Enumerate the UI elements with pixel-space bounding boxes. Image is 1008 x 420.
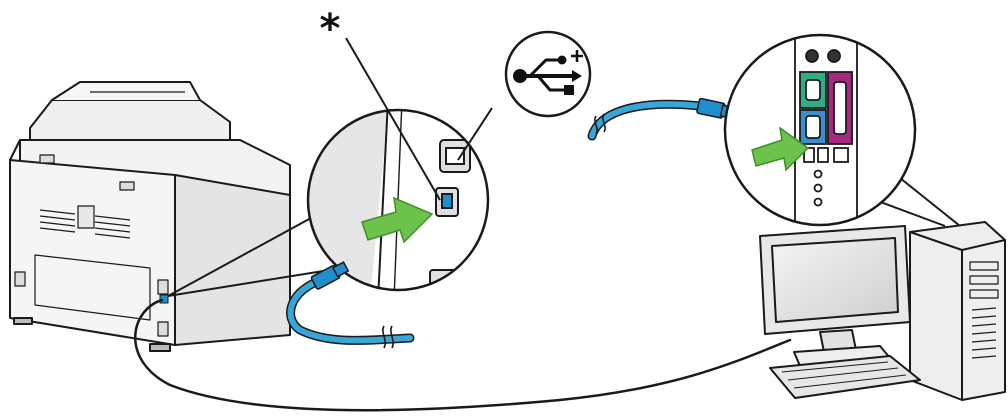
printer bbox=[10, 82, 290, 351]
usb-port bbox=[442, 194, 452, 208]
callout-marker: * bbox=[320, 6, 341, 52]
computer-port-callout bbox=[725, 30, 960, 230]
usb-cable-pc-end bbox=[592, 98, 733, 136]
usb-symbol-bubble bbox=[458, 32, 590, 160]
computer bbox=[760, 222, 1005, 400]
